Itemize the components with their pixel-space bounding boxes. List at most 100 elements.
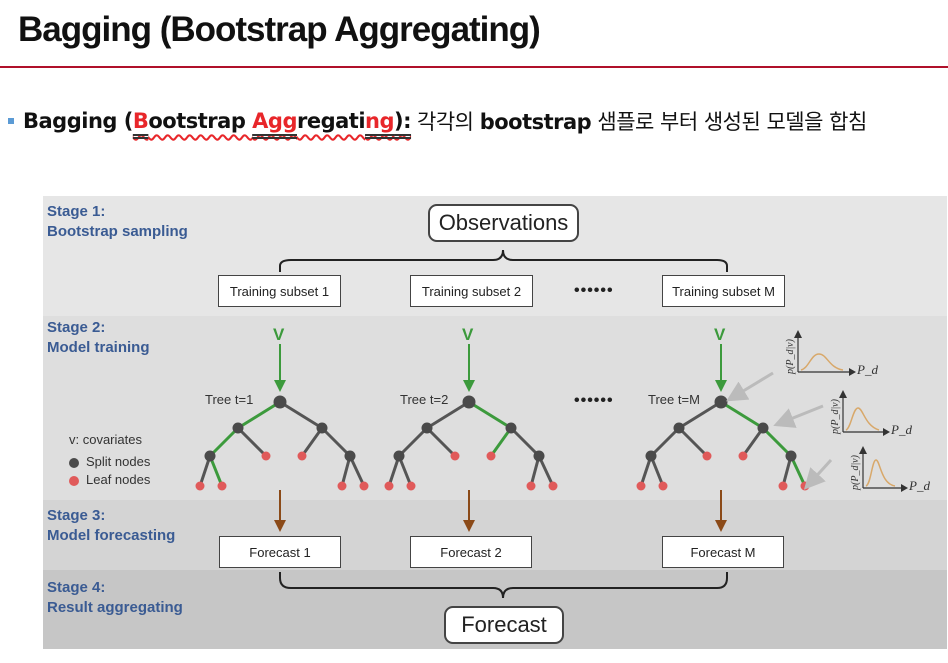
v-label-2: V [462, 325, 474, 344]
training-subset-m-box: Training subset M [662, 275, 785, 307]
tree-3-edge [720, 400, 764, 430]
pointer-arrow-1 [726, 371, 774, 402]
dist2-y-label: p(P_d|v) [830, 399, 841, 434]
tree-1-edge [279, 400, 323, 430]
title-divider [0, 66, 948, 68]
legend-split: Split nodes [86, 454, 151, 469]
tree-3-edge [789, 455, 807, 487]
tree-1-leaf-node [359, 481, 369, 491]
dist2-x-label: P_d [891, 422, 912, 437]
tree-2-split-node [533, 450, 545, 462]
subset-ellipsis: •••••• [574, 282, 614, 299]
lead-agg: Agg [252, 109, 297, 133]
stage2-label: Stage 2:Model training [47, 319, 150, 356]
tree-2-edge [425, 426, 457, 458]
tree-2-split-node [421, 422, 433, 434]
tree-3-leaf-node [658, 481, 668, 491]
desc-bold: bootstrap [479, 110, 592, 134]
tree-1-leaf-node [337, 481, 347, 491]
diagram-canvas [43, 196, 947, 649]
lead-regati: regati [297, 109, 366, 133]
tree-1-edge [208, 426, 240, 458]
tree-1-leaf-node [217, 481, 227, 491]
legend-leaf: Leaf nodes [86, 472, 151, 487]
tree-3-split-node [645, 450, 657, 462]
tree-2-leaf-node [384, 481, 394, 491]
slide-title: Bagging (Bootstrap Aggregating) [18, 10, 541, 49]
tree-1-edge [348, 455, 366, 487]
bagging-diagram: Stage 1:Bootstrap sampling Stage 2:Model… [43, 196, 947, 649]
legend-leaf-dot-icon [69, 476, 79, 486]
dist-plot-2 [839, 390, 890, 436]
tree-3-split-node [757, 422, 769, 434]
lead-open-text: Bagging ( [23, 109, 133, 133]
lead-letter-b: B [132, 109, 149, 133]
tree-ellipsis: •••••• [574, 392, 614, 409]
dist3-x-label: P_d [909, 478, 930, 493]
tree-1-leaf-node [297, 451, 307, 461]
tree-3-leaf-node [778, 481, 788, 491]
tree-1-split-node [316, 422, 328, 434]
tree-2-leaf-node [548, 481, 558, 491]
desc-pre: 각각의 [417, 110, 474, 134]
tree-2-leaf-node [450, 451, 460, 461]
tree-label-2: Tree t=2 [400, 392, 449, 407]
bullet-description: 각각의 bootstrap 샘플로 부터 생성된 모델을 합침 [417, 106, 867, 136]
tree-2-split-node [505, 422, 517, 434]
tree-1-edge [236, 426, 268, 458]
pointer-arrow-2 [773, 404, 824, 428]
tree-3-split-node [673, 422, 685, 434]
bullet-square-icon [8, 118, 14, 124]
stage1-label: Stage 1:Bootstrap sampling [47, 203, 188, 240]
tree-2-split-node [462, 395, 476, 409]
forecast-m-box: Forecast M [662, 536, 784, 568]
trees-group [195, 395, 810, 491]
tree-1-split-node [273, 395, 287, 409]
forecast-2-box: Forecast 2 [410, 536, 532, 568]
bottom-brace [279, 572, 728, 599]
observations-box: Observations [428, 204, 579, 242]
lead-ng: ng [365, 109, 395, 133]
tree-3-leaf-node [702, 451, 712, 461]
tree-3-leaf-node [738, 451, 748, 461]
lead-ootstrap: ootstrap [148, 109, 253, 133]
dist3-y-label: p(P_d|v) [850, 455, 861, 490]
tree-2-leaf-node [526, 481, 536, 491]
tree-1-leaf-node [261, 451, 271, 461]
tree-3-leaf-node [800, 481, 810, 491]
tree-2-edge [426, 400, 470, 430]
tree-2-edge [397, 426, 429, 458]
dist-plot-3 [859, 446, 908, 492]
tree-3-edge [678, 400, 722, 430]
tree-3-edge [677, 426, 709, 458]
dist1-y-label: p(P_d|v) [785, 339, 796, 374]
forecast-1-box: Forecast 1 [219, 536, 341, 568]
stage3-label: Stage 3:Model forecasting [47, 507, 176, 544]
tree-1-split-node [344, 450, 356, 462]
tree-3-edge [761, 426, 793, 458]
tree-3-edge [649, 426, 681, 458]
tree-2-leaf-node [406, 481, 416, 491]
training-subset-2-box: Training subset 2 [410, 275, 533, 307]
tree-2-leaf-node [486, 451, 496, 461]
legend-covariates: v: covariates [69, 432, 142, 447]
legend-split-dot-icon [69, 458, 79, 468]
dist1-x-label: P_d [857, 362, 878, 377]
tree-1-leaf-node [195, 481, 205, 491]
tree-2-edge [489, 427, 513, 457]
bullet-lead: Bagging (Bootstrap Aggregating): [23, 109, 412, 133]
v-label-m: V [714, 325, 726, 344]
tree-3-split-node [785, 450, 797, 462]
bullet-line: Bagging (Bootstrap Aggregating): 각각의 boo… [8, 106, 867, 136]
lead-close: ): [394, 109, 412, 133]
tree-1-split-node [204, 450, 216, 462]
dist-plot-1 [794, 330, 856, 376]
tree-3-leaf-node [636, 481, 646, 491]
desc-post: 샘플로 부터 생성된 모델을 합침 [597, 110, 867, 134]
stage2-band [43, 316, 947, 500]
tree-2-edge [537, 455, 555, 487]
tree-2-edge [509, 426, 541, 458]
tree-1-split-node [232, 422, 244, 434]
tree-1-edge [237, 400, 281, 430]
training-subset-1-box: Training subset 1 [218, 275, 341, 307]
